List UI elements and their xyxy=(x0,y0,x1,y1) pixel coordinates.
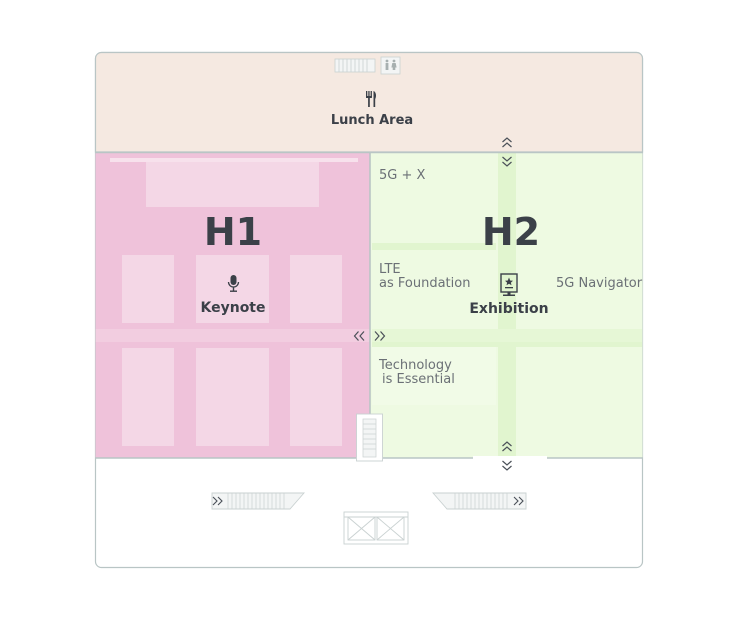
hall-h2-title: H2 xyxy=(482,210,540,254)
area-lte-label-line1: LTE xyxy=(379,262,401,277)
seating-block xyxy=(122,255,174,323)
area-lte-label-line2: as Foundation xyxy=(379,276,470,291)
main-entrance-doors xyxy=(343,511,409,545)
h2-aisle xyxy=(372,329,642,342)
microphone-icon xyxy=(227,275,240,292)
h2-aisle xyxy=(372,243,496,250)
seating-block xyxy=(196,348,269,446)
passage-arrows-top[interactable] xyxy=(502,137,512,167)
h2-area-block xyxy=(372,347,496,405)
stage-area xyxy=(146,162,319,207)
h2-aisle xyxy=(498,152,516,458)
area-technology-label-line1: Technology xyxy=(378,358,452,373)
stairs-icon xyxy=(334,58,376,73)
hall-h1[interactable]: H1 Keynote xyxy=(95,152,371,458)
fork-knife-icon xyxy=(366,91,377,107)
seating-block xyxy=(290,255,342,323)
seating-block xyxy=(290,348,342,446)
lunch-area-label: Lunch Area xyxy=(331,113,413,128)
area-5g-navigator-label: 5G Navigator xyxy=(556,276,643,291)
h2-aisle xyxy=(372,341,642,347)
area-5g-x-label: 5G + X xyxy=(379,168,426,183)
lunch-area[interactable]: Lunch Area xyxy=(94,51,644,153)
passage-arrows-middle[interactable] xyxy=(353,331,386,341)
restroom-icon xyxy=(380,56,401,75)
stage-strip xyxy=(110,158,358,162)
staircase-between-halls xyxy=(356,413,383,462)
h1-aisle xyxy=(95,329,370,342)
exhibition-board-icon xyxy=(500,273,518,296)
seating-block xyxy=(196,255,269,323)
hall-h1-title: H1 xyxy=(204,210,262,254)
passage-arrows-bottom[interactable] xyxy=(502,441,512,471)
escalator-right xyxy=(432,492,527,510)
h2-bottom-entrance xyxy=(473,456,547,460)
seating-block xyxy=(122,348,174,446)
hall-h2[interactable]: H2 5G + X LTE as Foundation 5G Navigator… xyxy=(370,152,643,458)
keynote-label: Keynote xyxy=(201,300,266,316)
area-technology-label-line2: is Essential xyxy=(382,372,455,387)
exhibition-label: Exhibition xyxy=(469,301,548,317)
escalator-left xyxy=(211,492,305,510)
